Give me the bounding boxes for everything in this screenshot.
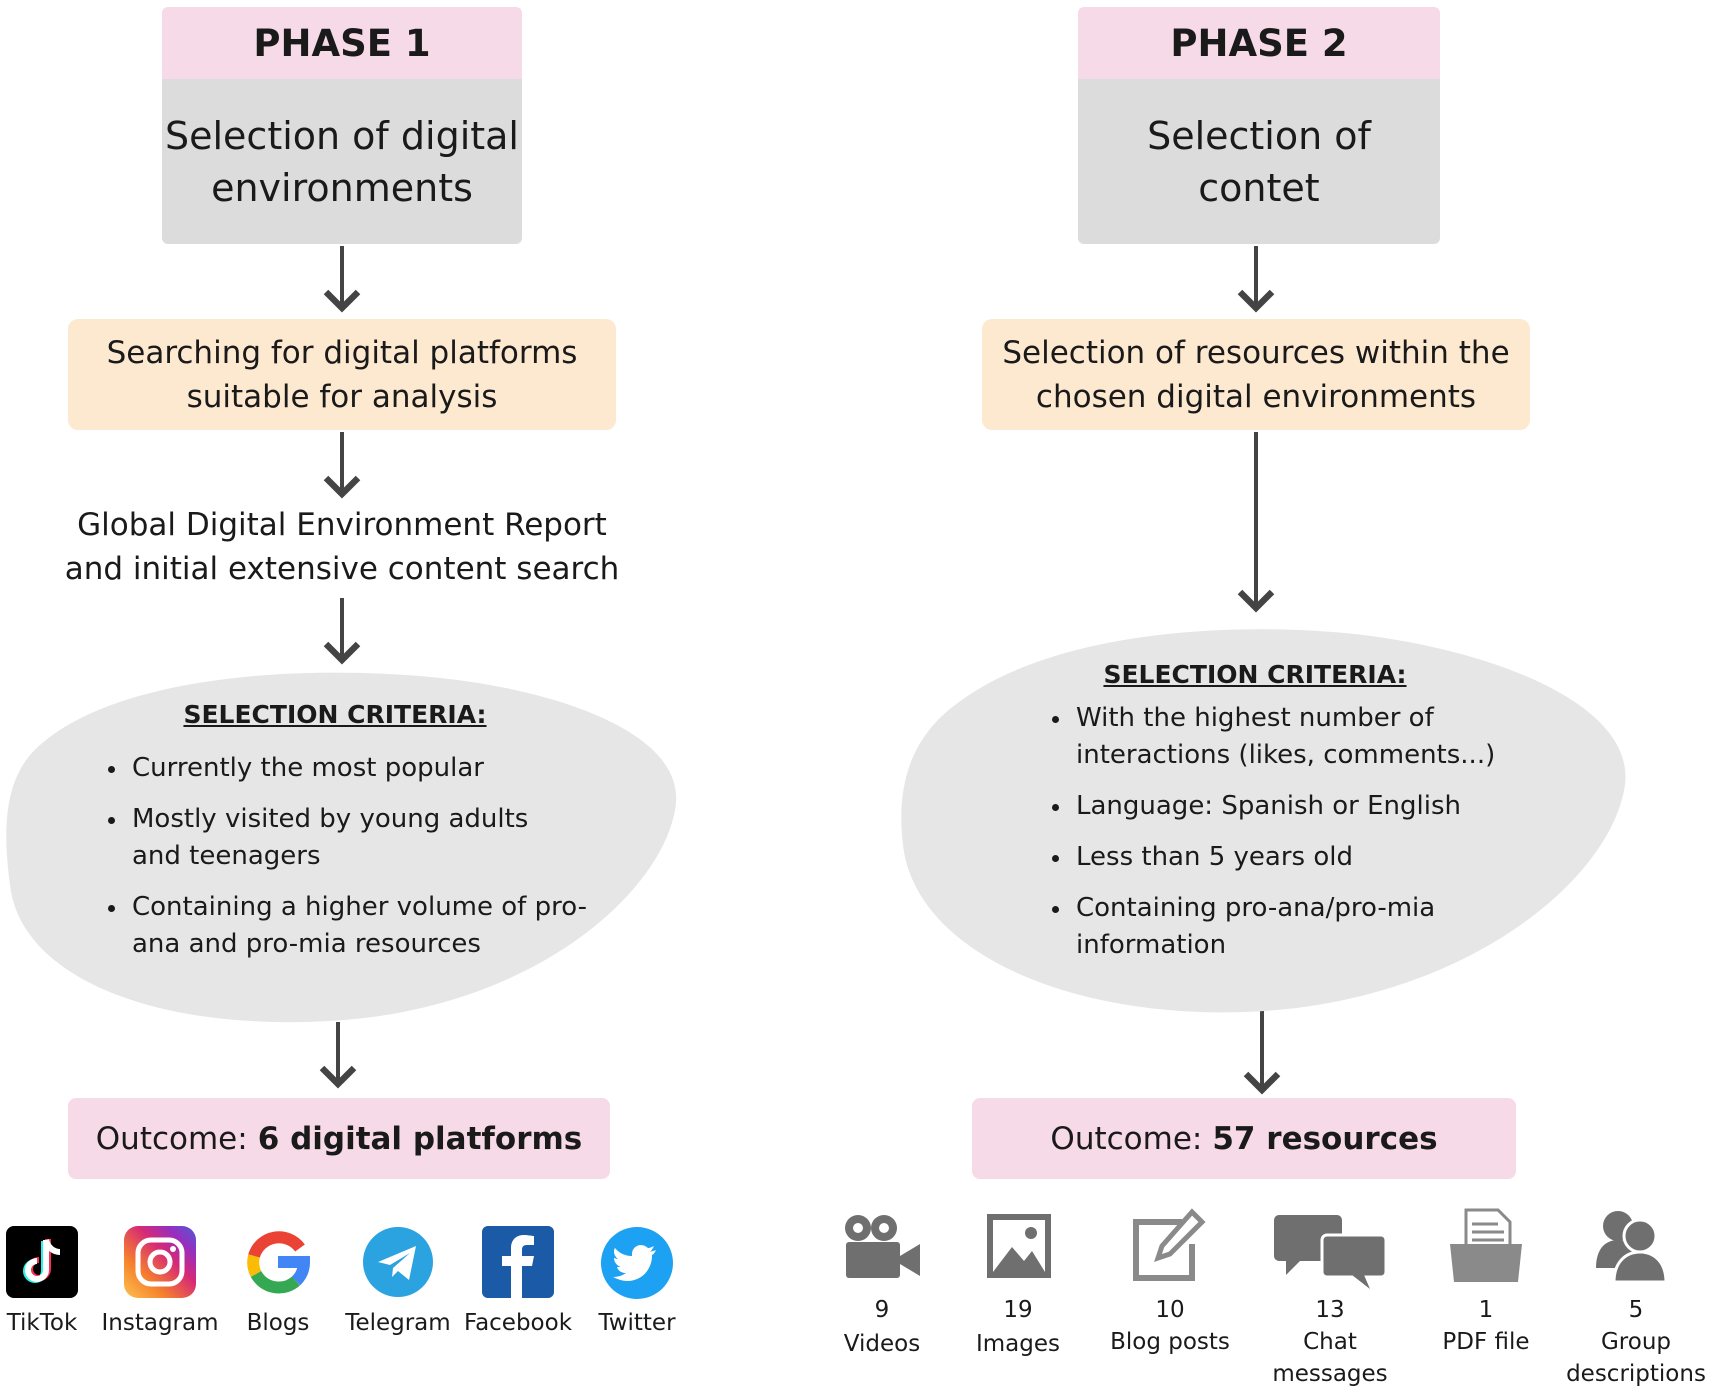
- phase1-outcome-prefix: Outcome:: [95, 1120, 248, 1157]
- group-icon: [1594, 1206, 1670, 1284]
- resource-label-videos: Videos: [843, 1331, 921, 1357]
- resource-label-group-descriptions: Group descriptions: [1566, 1329, 1706, 1387]
- phase1-criteria-list: Currently the most popular Mostly visite…: [104, 750, 604, 977]
- resource-count-group-descriptions: 5: [1628, 1297, 1644, 1323]
- telegram-icon: [362, 1226, 434, 1298]
- platform-label-instagram: Instagram: [101, 1310, 219, 1336]
- edit-icon: [1130, 1208, 1206, 1284]
- image-icon: [986, 1213, 1052, 1279]
- phase2-criterion: Less than 5 years old: [1048, 839, 1548, 876]
- phase1-criteria-title: SELECTION CRITERIA:: [183, 700, 487, 729]
- phase1-criterion: Currently the most popular: [104, 750, 604, 787]
- phase1-step-report: Global Digital Environment Report and in…: [64, 507, 620, 587]
- twitter-icon: [600, 1226, 674, 1300]
- phase1-heading: PHASE 1: [162, 7, 522, 79]
- phase2-criteria-blob: [901, 629, 1626, 1013]
- file-icon: [1448, 1208, 1524, 1284]
- phase1-outcome-value: 6 digital platforms: [257, 1120, 583, 1157]
- platform-label-blogs: Blogs: [246, 1310, 310, 1336]
- phase2-criterion: Containing pro-ana/pro-mia information: [1048, 890, 1548, 964]
- phase2-criteria-title: SELECTION CRITERIA:: [1103, 660, 1407, 689]
- phase1-criteria-blob: [6, 672, 677, 1023]
- resource-count-videos: 9: [874, 1297, 890, 1323]
- platform-label-twitter: Twitter: [598, 1310, 676, 1336]
- resource-count-chat-messages: 13: [1315, 1297, 1345, 1323]
- phase2-step-resources: Selection of resources within the chosen…: [982, 319, 1530, 430]
- phase2-outcome-value: 57 resources: [1212, 1120, 1438, 1157]
- phase2-outcome: Outcome: 57 resources: [972, 1098, 1516, 1179]
- phase1-title: Selection of digital environments: [162, 79, 522, 244]
- phase2-heading: PHASE 2: [1078, 7, 1440, 79]
- platform-label-facebook: Facebook: [463, 1310, 573, 1336]
- platform-label-tiktok: TikTok: [6, 1310, 78, 1336]
- resource-label-blog-posts: Blog posts: [1110, 1329, 1230, 1355]
- resource-label-chat-messages: Chat messages: [1272, 1329, 1388, 1387]
- phase2-criteria-list: With the highest number of interactions …: [1048, 700, 1548, 978]
- facebook-icon: [482, 1226, 554, 1298]
- resource-count-images: 19: [1003, 1297, 1033, 1323]
- google-icon: [242, 1226, 314, 1298]
- resource-count-pdf-file: 1: [1478, 1297, 1494, 1323]
- resource-count-blog-posts: 10: [1155, 1297, 1185, 1323]
- platform-label-telegram: Telegram: [345, 1310, 451, 1336]
- phase1-outcome: Outcome: 6 digital platforms: [68, 1098, 610, 1179]
- video-camera-icon: [842, 1212, 922, 1282]
- resource-label-pdf-file: PDF file: [1442, 1329, 1530, 1355]
- tiktok-icon: [6, 1226, 78, 1298]
- resource-label-images: Images: [975, 1331, 1060, 1357]
- phase1-step-search: Searching for digital platforms suitable…: [68, 319, 616, 430]
- phase2-title: Selection of contet: [1078, 79, 1440, 244]
- phase2-criterion: With the highest number of interactions …: [1048, 700, 1548, 774]
- phase2-criterion: Language: Spanish or English: [1048, 788, 1548, 825]
- phase2-outcome-prefix: Outcome:: [1050, 1120, 1203, 1157]
- phase1-criterion: Mostly visited by young adults and teena…: [104, 801, 604, 875]
- chat-icon: [1272, 1213, 1388, 1291]
- phase1-criterion: Containing a higher volume of pro- ana a…: [104, 889, 604, 963]
- instagram-icon: [124, 1226, 196, 1298]
